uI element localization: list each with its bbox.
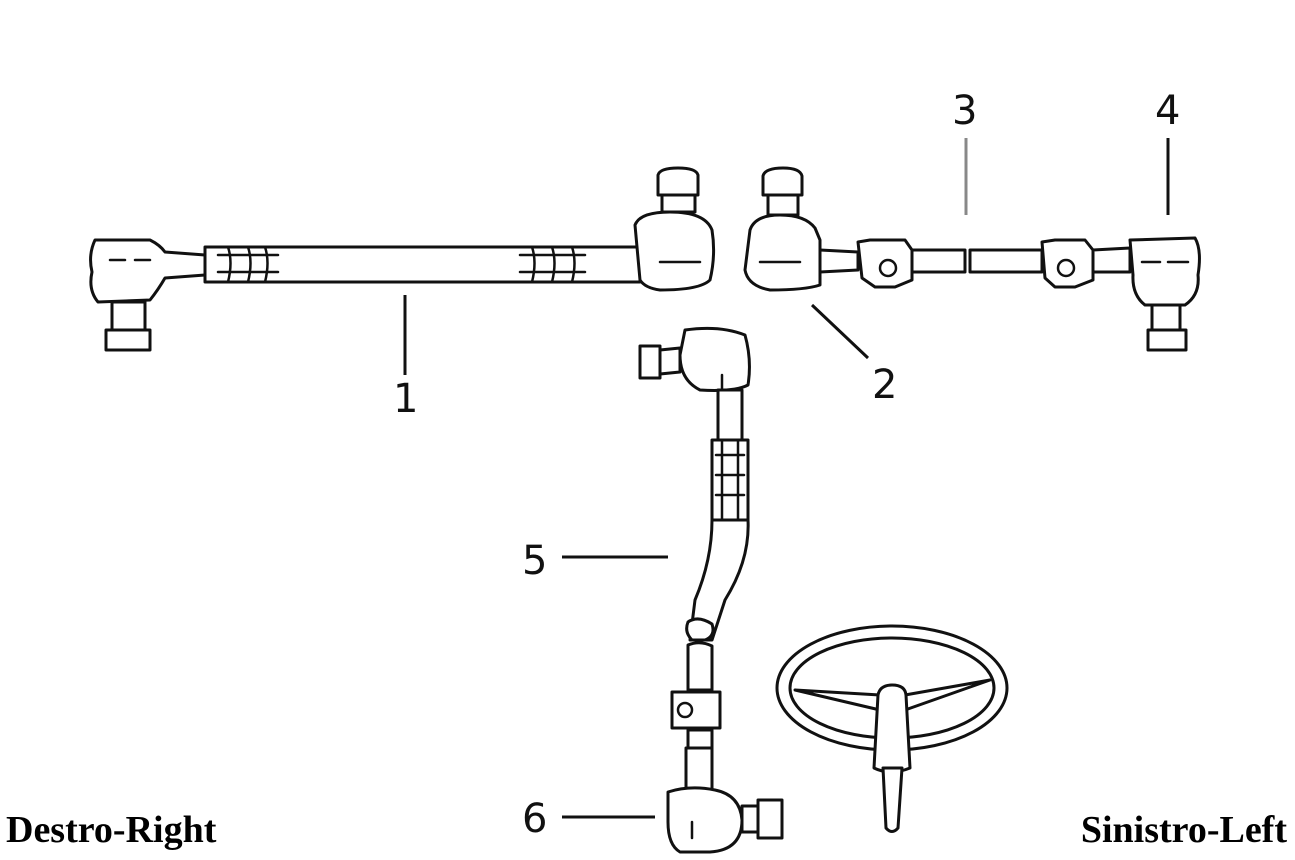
- caption-left-side: Sinistro-Left: [1080, 809, 1287, 851]
- label-part-6: 6: [522, 796, 547, 842]
- tie-rod-adjustable: [743, 166, 1201, 352]
- label-part-2: 2: [872, 362, 897, 408]
- leader-2: [810, 303, 870, 360]
- drag-link: [638, 326, 784, 854]
- label-part-5: 5: [522, 538, 547, 584]
- label-part-4: 4: [1155, 88, 1180, 134]
- caption-right-side: Destro-Right: [6, 809, 217, 851]
- tie-rod-long: [89, 166, 716, 352]
- label-part-1: 1: [393, 376, 418, 422]
- label-part-3: 3: [952, 88, 977, 134]
- steering-wheel: [775, 624, 1009, 833]
